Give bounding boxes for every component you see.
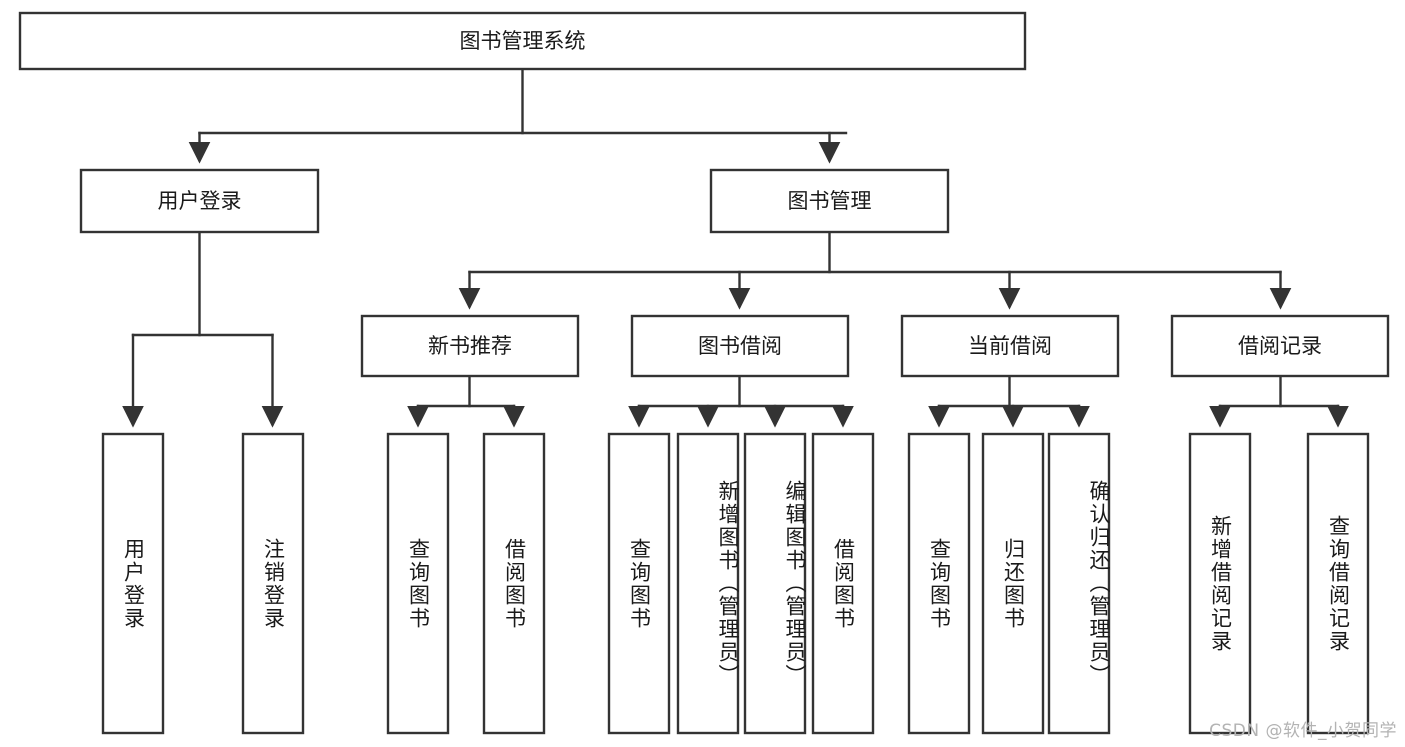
edge-group-bookmgmt-to-level3 — [458, 230, 1292, 310]
node-root-label: 图书管理系统 — [460, 29, 586, 53]
leaf-box-user-login[interactable] — [101, 432, 165, 735]
leaf-box-add-borrow-record[interactable] — [1188, 432, 1252, 735]
leaf-box-return-book[interactable] — [981, 432, 1045, 735]
node-new-book-recommend[interactable]: 新书推荐 — [360, 314, 580, 378]
node-book-management-box[interactable] — [709, 168, 950, 234]
edge-group-current-to-leaves — [928, 374, 1090, 428]
node-new-book-recommend-box[interactable] — [360, 314, 580, 378]
node-root-box[interactable] — [18, 11, 1027, 71]
node-book-borrow[interactable]: 图书借阅 — [630, 314, 850, 378]
edge-group-borrow-to-leaves — [628, 374, 854, 428]
leaf-box-edit-book-admin[interactable] — [743, 432, 807, 735]
leaf-box-query-book-borrow[interactable] — [607, 432, 671, 735]
node-book-management-label: 图书管理 — [788, 189, 872, 213]
leaf-box-query-book-new[interactable] — [386, 432, 450, 735]
edge-group-userlogin-to-leaves — [122, 230, 284, 428]
node-current-borrow-label: 当前借阅 — [968, 334, 1052, 358]
edge-group-newbook-to-leaves — [407, 374, 525, 428]
leaf-box-query-book-current[interactable] — [907, 432, 971, 735]
node-book-borrow-label: 图书借阅 — [698, 334, 782, 358]
node-user-login-label: 用户登录 — [158, 189, 242, 213]
node-current-borrow[interactable]: 当前借阅 — [900, 314, 1120, 378]
leaf-box-confirm-return-admin[interactable] — [1047, 432, 1111, 735]
leaf-boxes — [101, 432, 1370, 735]
node-book-management[interactable]: 图书管理 — [709, 168, 950, 234]
node-current-borrow-box[interactable] — [900, 314, 1120, 378]
node-book-borrow-box[interactable] — [630, 314, 850, 378]
leaf-box-add-book-admin[interactable] — [676, 432, 740, 735]
edge-group-root-to-level2 — [188, 67, 848, 164]
node-new-book-recommend-label: 新书推荐 — [428, 334, 512, 358]
node-borrow-record-box[interactable] — [1170, 314, 1390, 378]
node-borrow-record[interactable]: 借阅记录 — [1170, 314, 1390, 378]
leaf-box-borrow-book-new[interactable] — [482, 432, 546, 735]
node-user-login-box[interactable] — [79, 168, 320, 234]
edge-group-record-to-leaves — [1209, 374, 1349, 428]
csdn-watermark: CSDN @软件_小贺同学 — [1209, 721, 1397, 741]
leaf-box-query-borrow-record[interactable] — [1306, 432, 1370, 735]
node-borrow-record-label: 借阅记录 — [1238, 334, 1322, 358]
leaf-box-logout[interactable] — [241, 432, 305, 735]
node-root[interactable]: 图书管理系统 — [18, 11, 1027, 71]
leaf-box-borrow-book[interactable] — [811, 432, 875, 735]
node-user-login[interactable]: 用户登录 — [79, 168, 320, 234]
